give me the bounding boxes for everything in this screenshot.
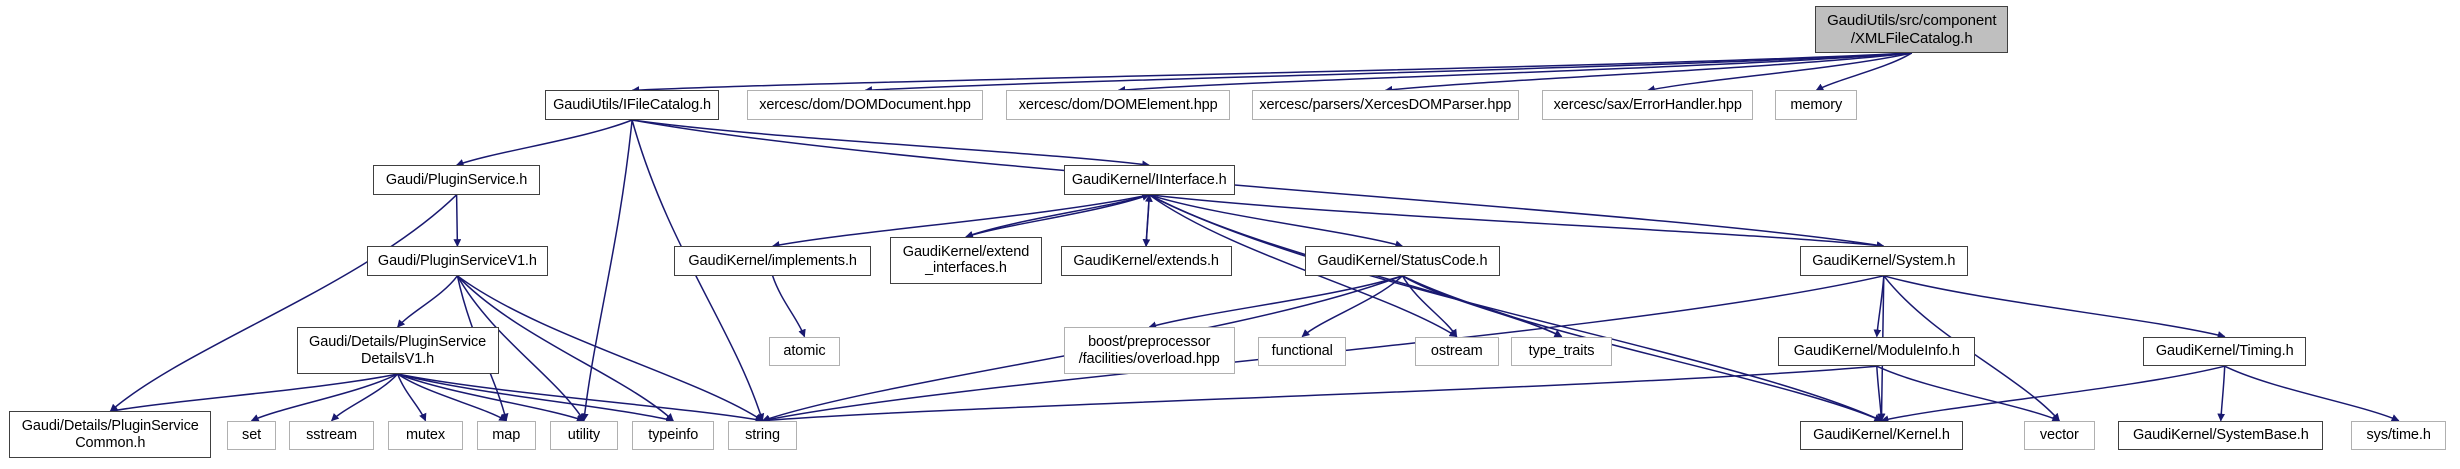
graph-node-gaudikernel-implements-h[interactable]: GaudiKernel/implements.h	[674, 246, 872, 276]
graph-node-gaudikernel-timing-h[interactable]: GaudiKernel/Timing.h	[2143, 336, 2307, 367]
graph-edge-n0-to-n6	[1815, 52, 1913, 92]
graph-edge-n8-to-n14	[1149, 194, 1885, 250]
graph-edge-n15-to-n26	[396, 373, 427, 422]
graph-edge-n13-to-n17	[1148, 275, 1403, 330]
graph-node-string[interactable]: string	[728, 420, 797, 451]
graph-edge-n0-to-n3	[1117, 52, 1912, 94]
graph-node-type-traits[interactable]: type_traits	[1511, 336, 1613, 367]
graph-edge-n15-to-n29	[397, 373, 674, 423]
graph-edge-n8-to-n31	[1148, 194, 1883, 422]
graph-edge-n9-to-n15	[397, 275, 459, 328]
graph-edge-n13-to-n20	[1402, 275, 1563, 338]
graph-edge-n21-to-n31	[1876, 366, 1885, 422]
graph-node-sstream[interactable]: sstream	[288, 420, 375, 451]
graph-edge-n15-to-n25	[331, 373, 399, 422]
graph-node-ostream[interactable]: ostream	[1414, 336, 1499, 367]
graph-node-gaudikernel-extend-interfaces-h[interactable]: GaudiKernel/extend _interfaces.h	[889, 236, 1043, 284]
graph-node-gaudikernel-iinterface-h[interactable]: GaudiKernel/IInterface.h	[1063, 165, 1235, 195]
graph-node-typeinfo[interactable]: typeinfo	[632, 420, 715, 451]
graph-edge-n15-to-n23	[109, 373, 398, 414]
graph-edge-n1-to-n28	[580, 119, 633, 422]
graph-edge-n13-to-n19	[1401, 275, 1458, 338]
graph-node-gaudikernel-systembase-h[interactable]: GaudiKernel/SystemBase.h	[2118, 420, 2324, 451]
graph-edge-n21-to-n30	[761, 365, 1877, 425]
graph-edge-n15-to-n30	[397, 373, 764, 424]
graph-node-gaudikernel-system-h[interactable]: GaudiKernel/System.h	[1799, 246, 1968, 276]
graph-edge-n1-to-n14	[631, 119, 1885, 249]
graph-edge-n14-to-n21	[1873, 275, 1885, 338]
graph-edge-n0-to-n5	[1647, 52, 1912, 93]
graph-edge-n13-to-n18	[1301, 275, 1403, 338]
graph-edge-n22-to-n31	[1880, 365, 2225, 423]
graph-node-gaudi-details-pluginservice-common-h[interactable]: Gaudi/Details/PluginService Common.h	[9, 411, 212, 459]
graph-node-gaudikernel-extends-h[interactable]: GaudiKernel/extends.h	[1060, 246, 1232, 276]
graph-edge-n21-to-n32	[1876, 365, 2061, 422]
graph-node-set[interactable]: set	[226, 420, 277, 451]
graph-edge-n22-to-n34	[2224, 365, 2400, 422]
graph-edge-n11-to-n8	[965, 193, 1150, 238]
graph-node-gaudikernel-kernel-h[interactable]: GaudiKernel/Kernel.h	[1799, 420, 1964, 451]
graph-node-map[interactable]: map	[476, 420, 536, 451]
graph-edge-n22-to-n33	[2217, 366, 2226, 422]
graph-edge-n10-to-n16	[771, 275, 806, 338]
graph-edge-n0-to-n1	[631, 52, 1912, 94]
graph-node-xercesc-parsers-xercesdomparser-hpp[interactable]: xercesc/parsers/XercesDOMParser.hpp	[1251, 90, 1519, 120]
graph-node-gaudi-pluginservicev1-h[interactable]: Gaudi/PluginServiceV1.h	[366, 246, 549, 276]
graph-edge-n8-to-n11	[965, 194, 1150, 239]
graph-edge-n8-to-n13	[1148, 194, 1404, 249]
graph-node-functional[interactable]: functional	[1257, 336, 1347, 367]
graph-node-utility[interactable]: utility	[549, 420, 619, 451]
graph-edge-n9-to-n30	[456, 275, 764, 422]
graph-edge-n1-to-n7	[455, 119, 633, 167]
graph-edge-n12-to-n8	[1145, 194, 1153, 247]
graph-edge-n8-to-n12	[1142, 194, 1151, 247]
graph-node-memory[interactable]: memory	[1775, 90, 1858, 120]
graph-edge-n0-to-n2	[864, 52, 1912, 94]
graph-node-xercesc-sax-errorhandler-hpp[interactable]: xercesc/sax/ErrorHandler.hpp	[1542, 90, 1754, 120]
graph-node-xercesc-dom-domdocument-hpp[interactable]: xercesc/dom/DOMDocument.hpp	[747, 90, 984, 120]
graph-node-sys-time-h[interactable]: sys/time.h	[2351, 420, 2447, 451]
graph-edge-n7-to-n23	[109, 194, 458, 412]
graph-node-gaudi-details-pluginservice-detailsv1-h[interactable]: Gaudi/Details/PluginService DetailsV1.h	[296, 327, 499, 374]
graph-node-gaudiutils-ifilecatalog-h[interactable]: GaudiUtils/IFileCatalog.h	[545, 90, 720, 120]
graph-node-gaudiutils-src-component-xmlfilecatalog-h[interactable]: GaudiUtils/src/component /XMLFileCatalog…	[1815, 6, 2009, 53]
graph-edge-n15-to-n24	[250, 373, 398, 422]
graph-edge-n1-to-n8	[631, 119, 1150, 169]
graph-node-atomic[interactable]: atomic	[768, 336, 841, 367]
graph-node-xercesc-dom-domelement-hpp[interactable]: xercesc/dom/DOMElement.hpp	[1006, 90, 1230, 120]
graph-node-gaudi-pluginservice-h[interactable]: Gaudi/PluginService.h	[372, 165, 541, 195]
graph-node-gaudikernel-moduleinfo-h[interactable]: GaudiKernel/ModuleInfo.h	[1778, 336, 1976, 367]
graph-edge-n0-to-n4	[1384, 52, 1912, 94]
graph-node-mutex[interactable]: mutex	[388, 420, 463, 451]
graph-node-boost-preprocessor-facilities-overload-hpp[interactable]: boost/preprocessor /facilities/overload.…	[1063, 327, 1235, 374]
graph-node-gaudikernel-statuscode-h[interactable]: GaudiKernel/StatusCode.h	[1304, 246, 1501, 276]
graph-edge-n15-to-n27	[397, 373, 507, 422]
graph-edge-n14-to-n22	[1883, 275, 2226, 339]
graph-edge-n7-to-n9	[453, 194, 462, 247]
graph-node-vector[interactable]: vector	[2023, 420, 2096, 451]
graph-edge-n15-to-n28	[397, 373, 585, 423]
